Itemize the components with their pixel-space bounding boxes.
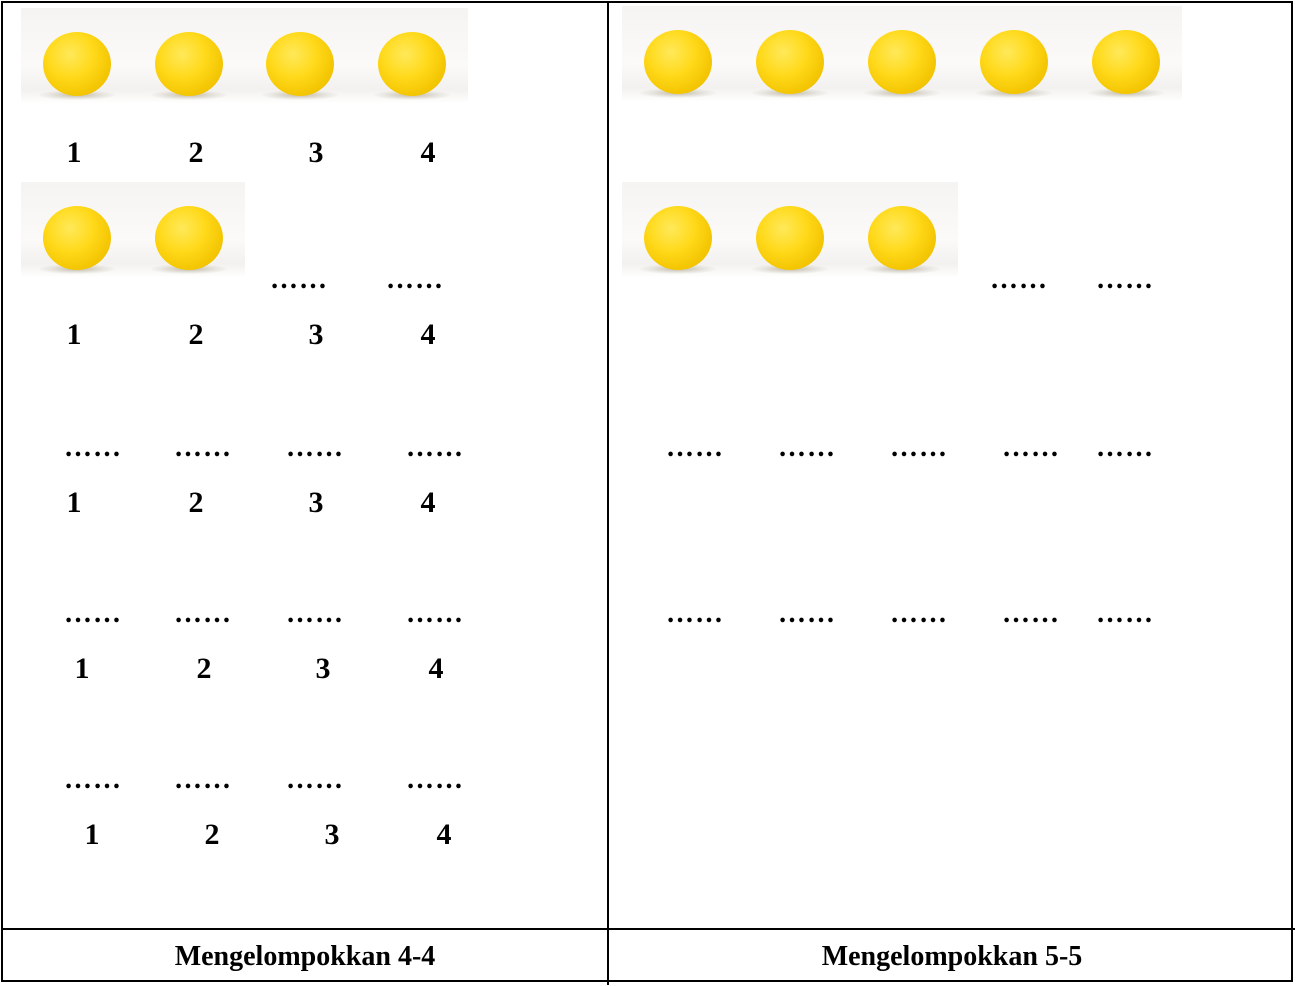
- blank-placeholder: ……: [1096, 434, 1154, 462]
- count-number: 3: [296, 320, 336, 350]
- count-number: 4: [408, 320, 448, 350]
- blank-placeholder: ……: [778, 434, 836, 462]
- blank-placeholder: ……: [990, 266, 1048, 294]
- left-caption: Mengelompokkan 4-4: [3, 941, 607, 973]
- count-number: 2: [176, 320, 216, 350]
- ball-image: [244, 8, 356, 104]
- blank-placeholder: ……: [64, 434, 122, 462]
- blank-placeholder: ……: [64, 766, 122, 794]
- count-number: 3: [312, 820, 352, 850]
- count-number: 4: [424, 820, 464, 850]
- ball-image: [734, 6, 846, 102]
- blank-placeholder: ……: [406, 434, 464, 462]
- count-number: 3: [296, 488, 336, 518]
- blank-placeholder: ……: [778, 600, 836, 628]
- ball-image: [133, 8, 245, 104]
- caption-divider: [1, 928, 1295, 930]
- count-number: 1: [62, 654, 102, 684]
- blank-placeholder: ……: [174, 766, 232, 794]
- ball-image: [734, 182, 846, 278]
- count-number: 4: [416, 654, 456, 684]
- blank-placeholder: ……: [1002, 600, 1060, 628]
- count-number: 2: [176, 488, 216, 518]
- blank-placeholder: ……: [666, 600, 724, 628]
- blank-placeholder: ……: [1096, 600, 1154, 628]
- count-number: 3: [296, 138, 336, 168]
- ball-image: [21, 8, 133, 104]
- right-caption: Mengelompokkan 5-5: [609, 941, 1295, 973]
- blank-placeholder: ……: [1002, 434, 1060, 462]
- ball-image: [622, 6, 734, 102]
- count-number: 4: [408, 488, 448, 518]
- count-number: 3: [303, 654, 343, 684]
- count-number: 4: [408, 138, 448, 168]
- count-number: 1: [72, 820, 112, 850]
- count-number: 2: [192, 820, 232, 850]
- count-number: 1: [54, 138, 94, 168]
- blank-placeholder: ……: [890, 600, 948, 628]
- blank-placeholder: ……: [890, 434, 948, 462]
- ball-image: [133, 182, 245, 278]
- ball-image: [21, 182, 133, 278]
- blank-placeholder: ……: [270, 266, 328, 294]
- blank-placeholder: ……: [286, 434, 344, 462]
- count-number: 2: [184, 654, 224, 684]
- blank-placeholder: ……: [1096, 266, 1154, 294]
- ball-image: [356, 8, 468, 104]
- ball-image: [846, 182, 958, 278]
- count-number: 1: [54, 488, 94, 518]
- count-number: 1: [54, 320, 94, 350]
- blank-placeholder: ……: [174, 600, 232, 628]
- ball-image: [622, 182, 734, 278]
- column-divider: [607, 1, 609, 985]
- blank-placeholder: ……: [64, 600, 122, 628]
- blank-placeholder: ……: [406, 766, 464, 794]
- blank-placeholder: ……: [174, 434, 232, 462]
- ball-image: [1070, 6, 1182, 102]
- blank-placeholder: ……: [666, 434, 724, 462]
- blank-placeholder: ……: [286, 766, 344, 794]
- ball-image: [958, 6, 1070, 102]
- ball-image: [846, 6, 958, 102]
- count-number: 2: [176, 138, 216, 168]
- blank-placeholder: ……: [386, 266, 444, 294]
- blank-placeholder: ……: [286, 600, 344, 628]
- blank-placeholder: ……: [406, 600, 464, 628]
